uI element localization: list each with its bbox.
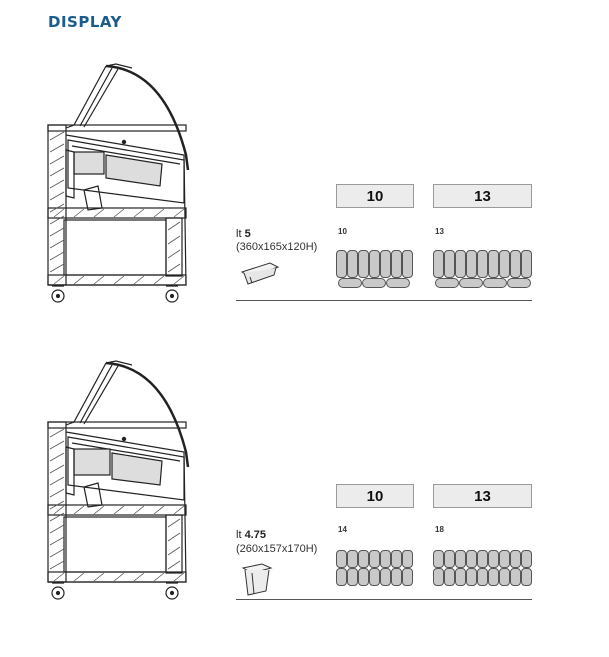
pan-dimensions: (260x157x170H) bbox=[236, 543, 318, 555]
capacity-header-13: 13 bbox=[433, 484, 532, 508]
pan-volume-label: lt 5 bbox=[236, 228, 251, 240]
pan-volume-value: 4.75 bbox=[244, 529, 266, 541]
pan-count-14: 14 bbox=[338, 525, 347, 534]
display-section-2: 10 13 lt 4.75 (260x157x170H) 14 18 bbox=[0, 357, 609, 657]
display-section-1: 10 13 lt 5 (360x165x120H) 10 13 bbox=[0, 60, 609, 360]
deep-pan-icon bbox=[241, 563, 273, 596]
pan-count-18: 18 bbox=[435, 525, 444, 534]
pan-count-13: 13 bbox=[435, 227, 444, 236]
pan-volume-prefix: lt bbox=[236, 228, 242, 240]
display-cabinet-cross-section-icon bbox=[47, 63, 190, 303]
pan-volume-label: lt 4.75 bbox=[236, 529, 266, 541]
pan-volume-prefix: lt bbox=[236, 529, 242, 541]
display-cabinet-cross-section-icon bbox=[47, 360, 190, 600]
section-divider bbox=[236, 599, 532, 600]
pan-dimensions: (360x165x120H) bbox=[236, 241, 318, 253]
shallow-pan-icon bbox=[240, 262, 280, 285]
pan-volume-value: 5 bbox=[244, 228, 251, 240]
capacity-header-10: 10 bbox=[336, 184, 414, 208]
capacity-header-13: 13 bbox=[433, 184, 532, 208]
pan-count-10: 10 bbox=[338, 227, 347, 236]
section-divider bbox=[236, 300, 532, 301]
page-title: DISPLAY bbox=[48, 13, 122, 31]
capacity-header-10: 10 bbox=[336, 484, 414, 508]
